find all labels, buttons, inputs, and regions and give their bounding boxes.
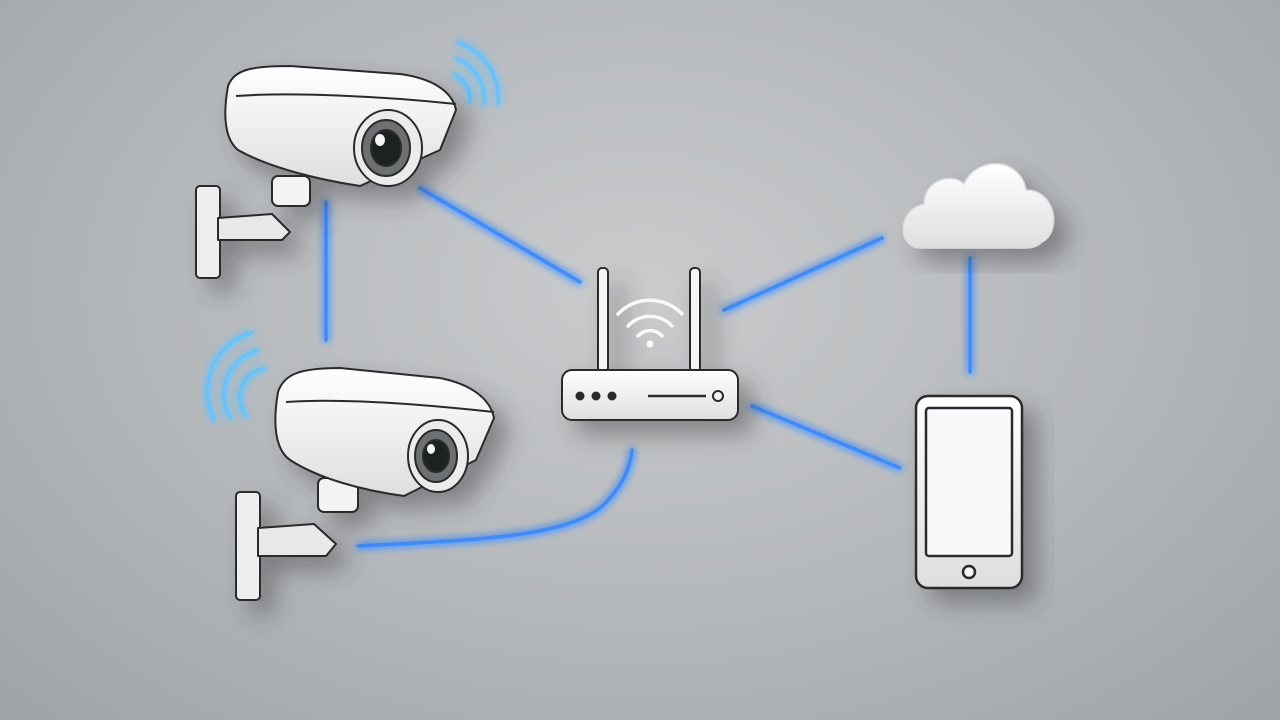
wifi-router-icon <box>561 267 739 421</box>
security-camera-icon <box>235 367 495 601</box>
link-camera-top-router <box>418 186 582 284</box>
wifi-signal-icon <box>616 298 684 348</box>
signal-waves-icon <box>452 40 500 106</box>
link-camera-bottom-router <box>356 448 634 548</box>
link-router-phone <box>750 404 902 470</box>
smartphone-icon <box>914 394 1024 590</box>
security-camera-icon <box>195 65 457 279</box>
connection-links <box>324 186 972 548</box>
cloud-icon <box>902 162 1055 249</box>
signal-waves-icon <box>205 330 266 422</box>
link-router-cloud <box>722 236 884 312</box>
